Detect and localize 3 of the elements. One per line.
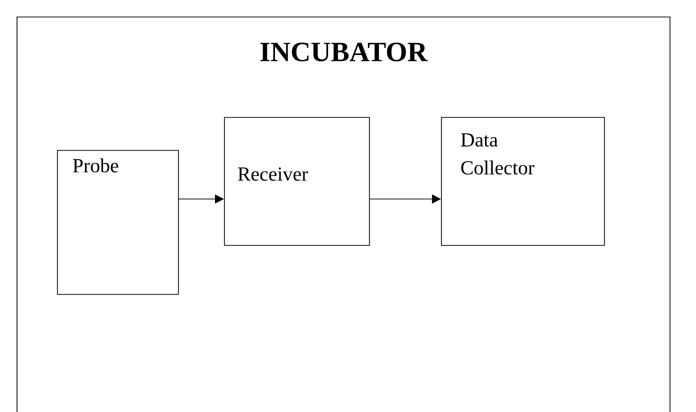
receiver-box: Receiver <box>224 117 370 246</box>
probe-box: Probe <box>57 150 179 295</box>
data-collector-box: Data Collector <box>441 117 605 246</box>
